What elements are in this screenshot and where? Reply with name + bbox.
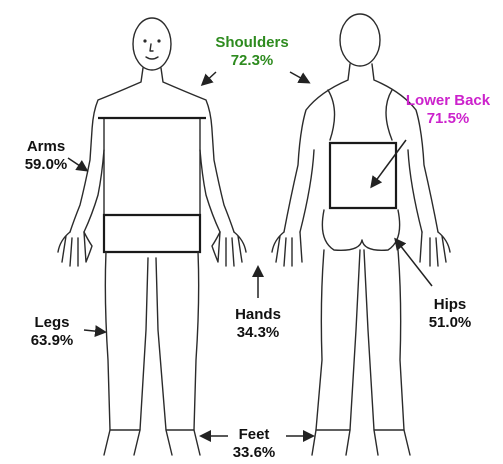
back-head [340, 14, 380, 66]
label-legs: Legs 63.9% [20, 314, 84, 350]
arrow-hips [396, 240, 432, 286]
front-left-hand [58, 232, 92, 266]
hips-percent: 51.0% [418, 314, 482, 332]
label-feet: Feet 33.6% [222, 426, 286, 462]
feet-percent: 33.6% [222, 444, 286, 462]
label-arms: Arms 59.0% [14, 138, 78, 174]
back-figure [272, 14, 450, 455]
label-hips: Hips 51.0% [418, 296, 482, 332]
label-hands: Hands 34.3% [226, 306, 290, 342]
feet-name: Feet [222, 426, 286, 444]
label-shoulders: Shoulders 72.3% [202, 34, 302, 70]
label-lower-back: Lower Back 71.5% [396, 92, 500, 128]
front-hip-band [104, 215, 200, 252]
arrows [68, 72, 432, 436]
hands-percent: 34.3% [226, 324, 290, 342]
hips-name: Hips [418, 296, 482, 314]
arrow-lower-back [372, 140, 406, 186]
lower-back-name: Lower Back [396, 92, 500, 110]
back-lowerback-band [330, 143, 396, 208]
front-legs [104, 252, 200, 455]
back-legs [312, 250, 410, 455]
legs-percent: 63.9% [20, 332, 84, 350]
arrow-legs [84, 330, 104, 332]
arrow-shoulders-back [290, 72, 308, 82]
arms-percent: 59.0% [14, 156, 78, 174]
legs-name: Legs [20, 314, 84, 332]
front-head [133, 18, 171, 70]
lower-back-percent: 71.5% [396, 110, 500, 128]
shoulders-percent: 72.3% [202, 52, 302, 70]
back-arms-outer [284, 64, 438, 232]
front-figure [58, 18, 246, 455]
hands-name: Hands [226, 306, 290, 324]
front-right-hand [212, 232, 246, 266]
arms-name: Arms [14, 138, 78, 156]
shoulders-name: Shoulders [202, 34, 302, 52]
back-left-hand [272, 232, 302, 266]
arrow-shoulders-front [203, 72, 216, 84]
back-right-hand [420, 232, 450, 266]
back-hips-outline [322, 210, 399, 250]
